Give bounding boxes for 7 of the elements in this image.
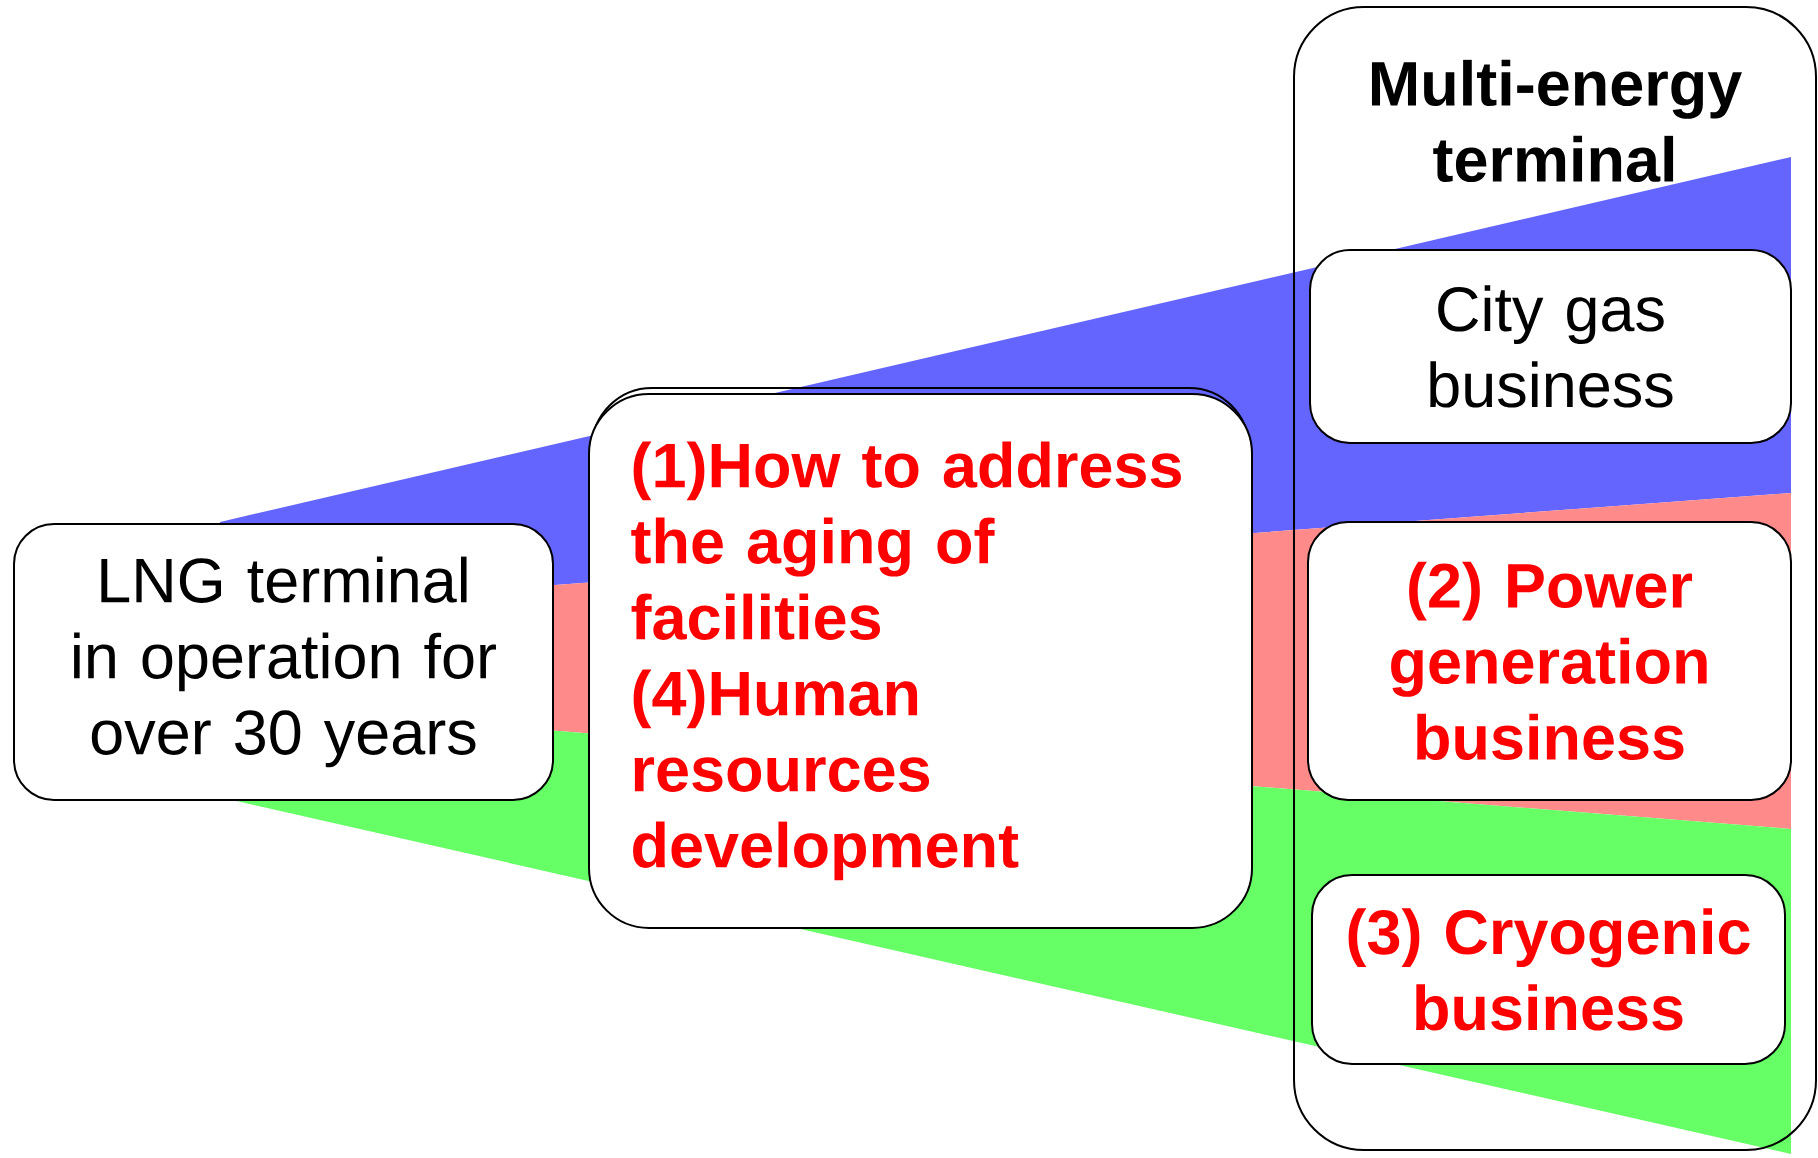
issue-box: (1)How to address the aging of facilities (4)Human resources development [588, 387, 1253, 929]
panel-heading: Multi-energy terminal [1371, 59, 1742, 183]
terminal-panel [1293, 6, 1817, 1151]
business-box: (3) Cryogenic business [1311, 874, 1786, 1065]
terminal-box: LNG terminal in operation for over 30 years [13, 523, 554, 801]
business-box: (2) Power generation business [1307, 521, 1792, 801]
business-box: City gas business [1309, 249, 1792, 444]
